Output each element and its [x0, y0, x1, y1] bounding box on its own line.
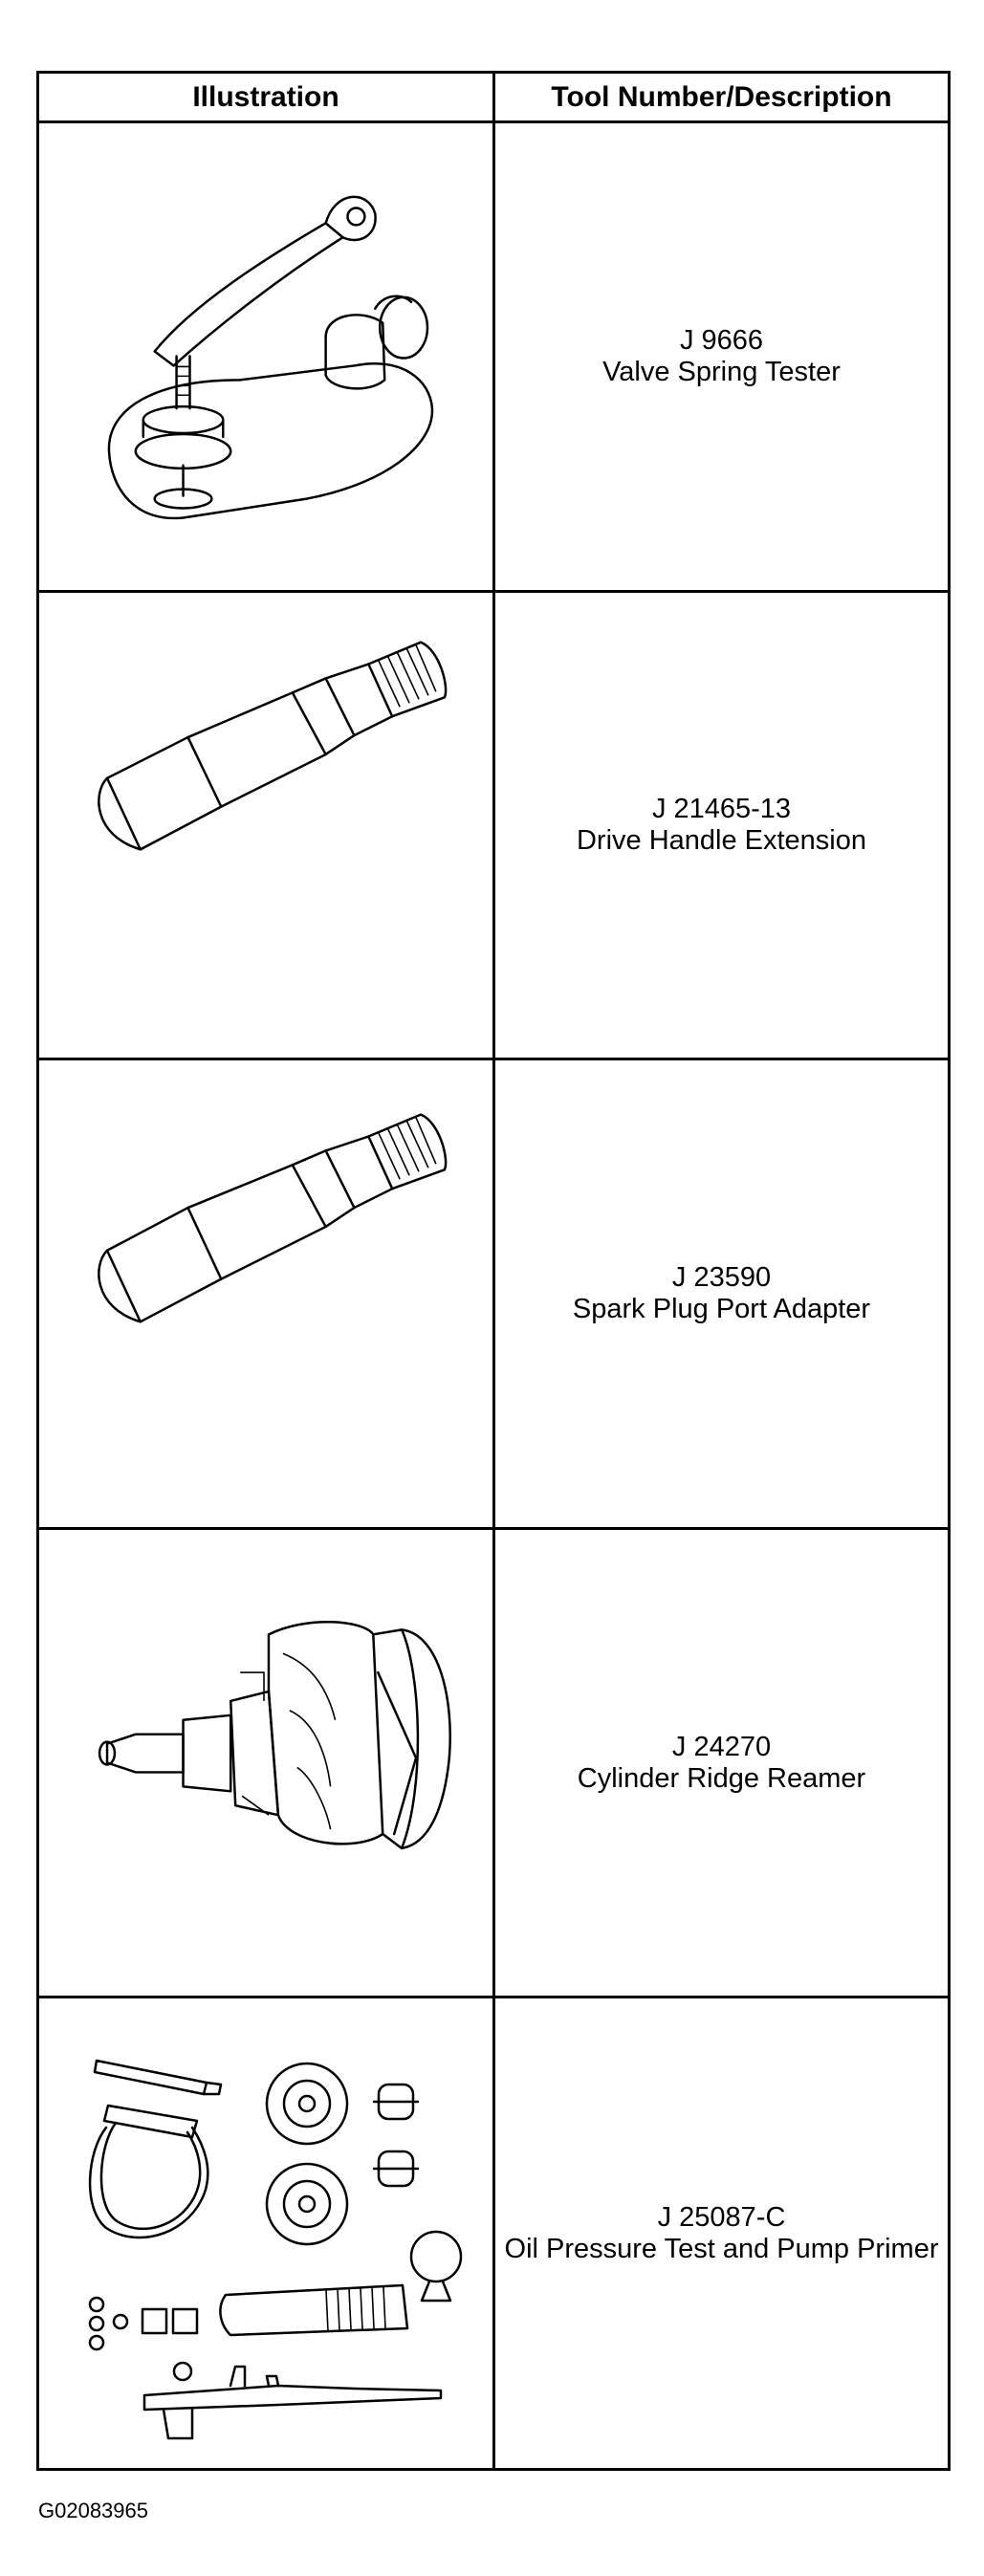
oil-pressure-test-kit-icon — [88, 2059, 463, 2440]
tool-description: Cylinder Ridge Reamer — [577, 1762, 866, 1794]
tool-description-cell: J 25087-C Oil Pressure Test and Pump Pri… — [495, 1998, 948, 2468]
table-row: J 23590 Spark Plug Port Adapter — [39, 1060, 948, 1530]
tool-description-cell: J 9666 Valve Spring Tester — [495, 123, 948, 590]
table-row: J 9666 Valve Spring Tester — [39, 123, 948, 593]
valve-spring-tester-icon — [107, 195, 434, 520]
header-tool-number-description: Tool Number/Description — [551, 80, 892, 113]
tool-description: Valve Spring Tester — [602, 357, 841, 387]
tool-description-cell: J 24270 Cylinder Ridge Reamer — [495, 1530, 948, 1996]
column-divider — [492, 74, 495, 2468]
table-header: Illustration Tool Number/Description — [39, 74, 948, 123]
tool-description: Oil Pressure Test and Pump Primer — [504, 2233, 939, 2264]
tool-number: J 25087-C — [657, 2201, 786, 2233]
cylinder-ridge-reamer-icon — [98, 1621, 451, 1850]
tool-number: J 9666 — [679, 325, 764, 356]
figure-id: G02083965 — [38, 2499, 148, 2522]
tool-description: Drive Handle Extension — [576, 825, 867, 856]
oil-pressure-test-kit-illustration — [39, 1998, 492, 2468]
tool-number: J 24270 — [671, 1731, 772, 1762]
header-illustration: Illustration — [192, 80, 339, 113]
table-row: J 25087-C Oil Pressure Test and Pump Pri… — [39, 1998, 948, 2468]
tool-table: Illustration Tool Number/Description — [36, 71, 951, 2471]
table-row: J 21465-13 Drive Handle Extension — [39, 593, 948, 1060]
tool-description: Spark Plug Port Adapter — [572, 1294, 871, 1324]
drive-handle-extension-icon — [98, 641, 448, 851]
spark-plug-port-adapter-illustration — [39, 1060, 492, 1527]
tool-number: J 23590 — [671, 1262, 772, 1293]
drive-handle-extension-illustration — [39, 593, 492, 1058]
table-row: J 24270 Cylinder Ridge Reamer — [39, 1530, 948, 1998]
tool-number: J 21465-13 — [651, 794, 792, 824]
valve-spring-tester-illustration — [39, 123, 492, 590]
tool-description-cell: J 21465-13 Drive Handle Extension — [495, 593, 948, 1058]
cylinder-ridge-reamer-illustration — [39, 1530, 492, 1996]
tool-description-cell: J 23590 Spark Plug Port Adapter — [495, 1060, 948, 1527]
spark-plug-port-adapter-icon — [98, 1113, 448, 1323]
